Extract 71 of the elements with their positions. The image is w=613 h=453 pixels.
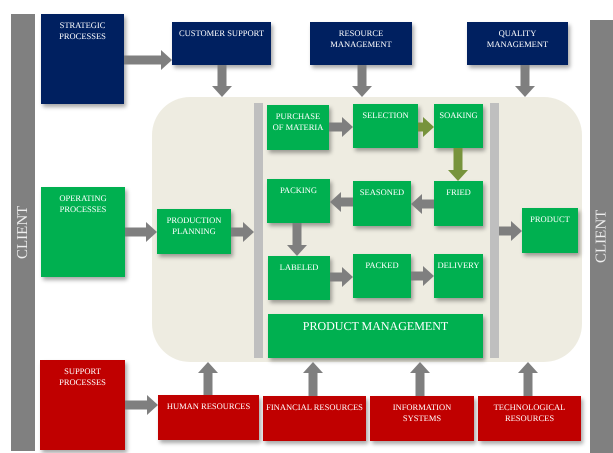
process-box [41,187,125,277]
process-box [434,181,483,226]
arrow [231,222,254,242]
separator-bar [254,103,263,358]
process-box [267,105,329,150]
separator-bar [490,103,499,358]
box-label: HUMAN RESOURCES [166,400,252,412]
box-label: CUSTOMER SUPPORT [178,27,266,40]
arrow [198,362,218,395]
box-label: PRODUCTION PLANNING [166,214,222,238]
arrow [303,362,323,396]
process-box [172,22,271,65]
box-label: QUALITY MANAGEMENT [486,27,550,51]
box-label: PACKED [364,259,400,272]
resource-box [478,396,581,441]
box-label: FINANCIAL RESOURCES [265,401,364,414]
process-box [353,104,418,148]
process-box [268,256,330,300]
process-box [157,209,231,254]
box-label: SUPPORT PROCESSES [58,365,107,389]
process-box [434,254,483,298]
arrow [124,50,172,70]
arrow [410,362,430,396]
client-band [11,14,35,451]
box-label: SOAKING [438,109,479,122]
arrow [448,148,468,181]
arrow [418,117,434,137]
arrow [499,221,522,241]
arrow [330,267,353,287]
box-label: OPERATING PROCESSES [58,192,108,216]
arrow [515,65,535,97]
box-label: PRODUCT [529,213,571,226]
band-label: CLIENT [14,204,32,262]
process-box [353,181,411,226]
arrow [212,65,232,97]
box-label: DELIVERY [436,259,481,272]
arrow [125,395,158,415]
box-label: STRATEGIC PROCESSES [58,19,107,43]
box-label: SELECTION [361,109,410,122]
arrow [518,362,538,396]
client-band [590,20,613,453]
box-label: SEASONED [358,186,406,198]
resource-box [263,396,366,441]
process-box [267,179,330,223]
process-box [522,208,578,253]
arrow [329,117,353,137]
process-box [41,14,124,104]
resource-box [158,395,259,440]
process-box [40,360,125,450]
process-box [434,104,483,148]
process-area [152,97,582,362]
arrow [411,194,434,214]
arrow [287,223,307,256]
resource-box [370,396,474,441]
arrow [125,222,157,242]
arrow [411,266,434,286]
arrow [352,65,372,97]
box-label: TECHNOLOGICAL RESOURCES [492,401,566,425]
band-label: CLIENT [592,208,610,266]
box-label: FRIED [445,186,472,198]
process-box [467,22,568,65]
process-box [310,22,412,65]
box-label: PACKING [278,184,318,196]
process-box [353,254,411,298]
box-label: LABELED [278,261,320,274]
box-label: RESOURCE MANAGEMENT [329,27,393,51]
box-label: PRODUCT MANAGEMENT [302,318,450,334]
box-label: INFORMATION SYSTEMS [392,401,452,425]
process-box [268,314,483,358]
box-label: PURCHASE OF MATERIA [272,110,324,134]
arrow [330,192,353,212]
